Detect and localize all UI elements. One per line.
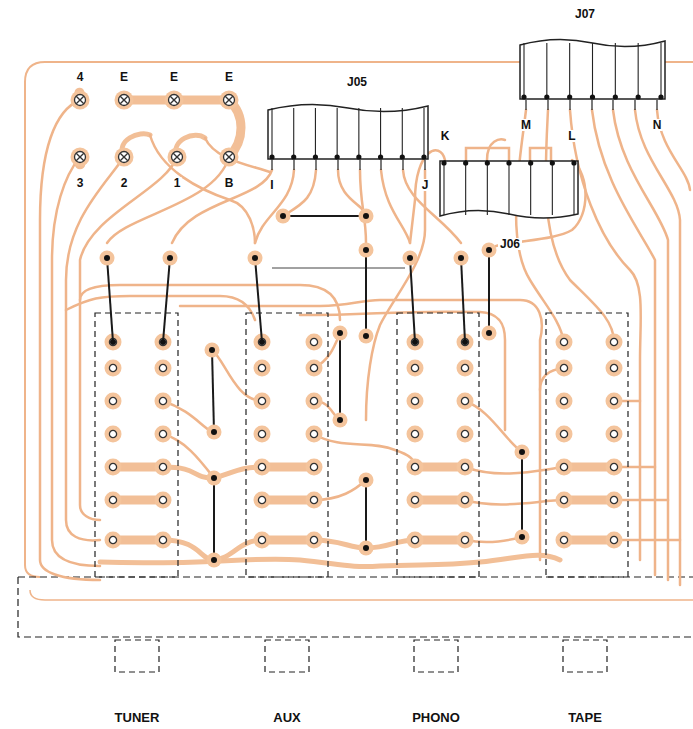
pin-label: 2 [120,177,129,189]
pin-label: I [269,179,274,191]
input-label: AUX [272,711,301,724]
pin-label: E [119,71,129,83]
pin-label: K [440,130,451,142]
connector-block: J06 [440,160,578,222]
pin-label: L [567,130,576,142]
connector-outline [268,100,428,160]
connector-name: J06 [498,238,522,250]
pin-label: E [169,71,179,83]
connector-outline [440,160,578,222]
pin-label: B [224,177,235,189]
input-label: TUNER [114,711,161,724]
connector-outline [520,35,665,100]
pin-label: M [520,119,532,131]
connector-name: J07 [573,8,597,20]
pin-label: 1 [173,177,182,189]
pin-label: J [421,179,430,191]
pin-label: 4 [76,71,85,83]
connector-name: J05 [345,76,369,88]
connector-block: J07 [520,35,665,100]
input-label: PHONO [411,711,461,724]
pin-label: E [224,71,234,83]
pin-label: N [652,119,663,131]
pin-label: 3 [76,177,85,189]
input-label: TAPE [567,711,603,724]
connector-block: J05 [268,100,428,160]
